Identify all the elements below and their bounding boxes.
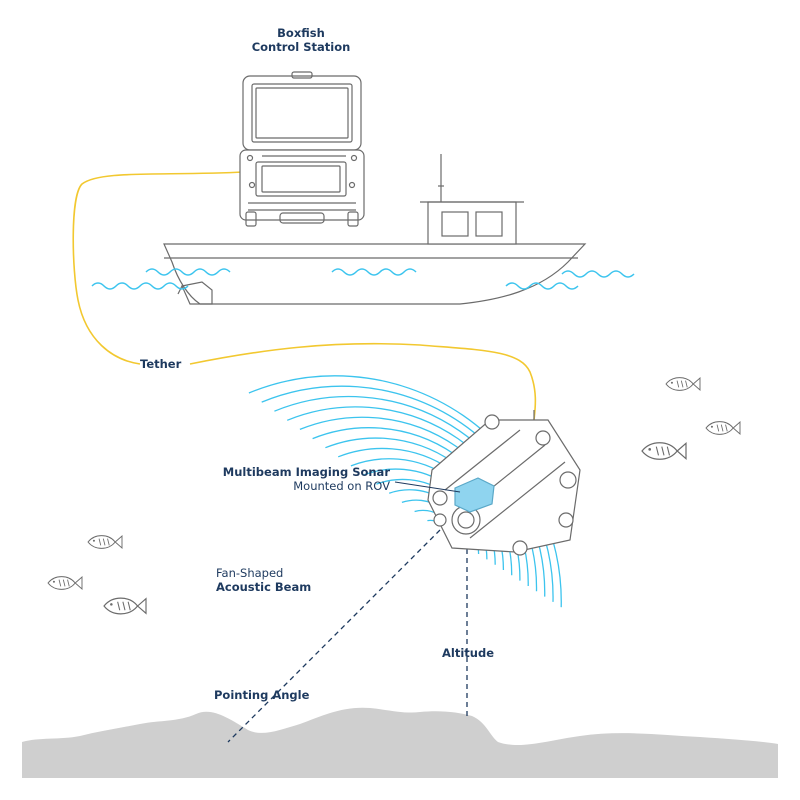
sonar-label-subtitle: Mounted on ROV xyxy=(293,479,390,493)
tether-label: Tether xyxy=(140,357,182,371)
fish-icon xyxy=(641,442,687,460)
control-station-label: Boxfish Control Station xyxy=(226,26,376,54)
control-station-label-line1: Boxfish xyxy=(277,26,325,40)
rov-icon xyxy=(427,410,581,556)
fish-icon xyxy=(87,535,123,549)
beam-label-line1: Fan-Shaped xyxy=(216,566,284,580)
seabed xyxy=(22,707,778,778)
pointing-angle-line xyxy=(227,529,441,743)
sonar-label: Multibeam Imaging Sonar Mounted on ROV xyxy=(190,465,390,493)
boat-icon xyxy=(163,154,587,305)
altitude-label: Altitude xyxy=(442,646,494,660)
control-station-label-line2: Control Station xyxy=(251,40,351,54)
beam-label: Fan-Shaped Acoustic Beam xyxy=(216,566,311,594)
dashed-lines xyxy=(227,529,468,743)
tether-line xyxy=(72,171,537,421)
fish-icon xyxy=(47,576,83,590)
control-station-case-icon xyxy=(239,71,365,227)
fish-icon xyxy=(103,597,147,615)
pointing-angle-label: Pointing Angle xyxy=(214,688,310,702)
sonar-label-title: Multibeam Imaging Sonar xyxy=(222,465,390,479)
fish-icon xyxy=(705,421,741,435)
sonar-callout-line xyxy=(394,481,461,493)
water-waves xyxy=(91,268,635,290)
fish-icon xyxy=(665,377,701,391)
beam-label-line2: Acoustic Beam xyxy=(216,580,312,594)
